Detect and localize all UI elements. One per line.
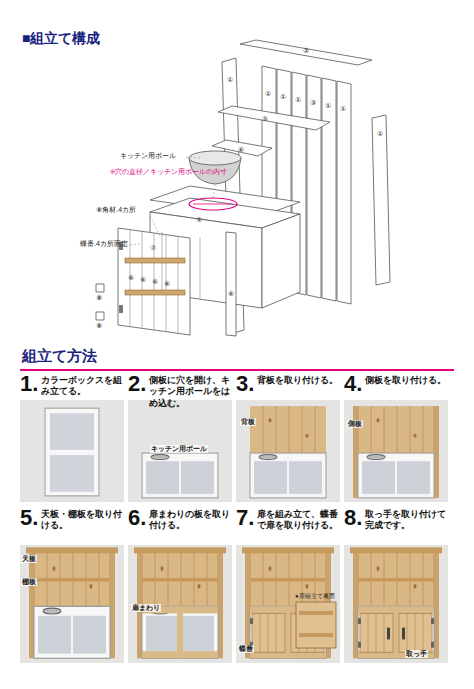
step-text: 扉まわりの板を取り付ける。 [149,507,234,532]
step-box: 8.取っ手を取り付けて完成です。 [344,507,454,543]
photo-label: 扉まわり [131,604,161,612]
step-text: 背板を取り付ける。 [257,373,338,386]
step-box: 2.側板に穴を開け、キッチン用ボールをはめ込む。 [128,373,234,409]
step-text: 扉を組み立て、蝶番で扉を取り付ける。 [257,507,342,532]
step-box: 5.天板・棚板を取り付ける。 [20,507,126,543]
part-label: キッチン用ボール [120,152,176,160]
callout-number: ① [280,93,286,101]
step-box: 1.カラーボックスを組み立てる。 [20,373,126,400]
photo-label: 天板 [21,555,37,563]
step-number: 5. [20,507,38,529]
step-box: 7.扉を組み立て、蝶番で扉を取り付ける。 [236,507,342,543]
callout-number: ⑧ [96,294,102,302]
photo-label: 棚板 [21,578,37,586]
note-label: ※穴の直径／キッチン用ボールの内寸 [110,168,227,175]
photo-label: 取っ手 [405,650,428,658]
callout-number: ⑧ [96,322,102,330]
section-title: ■組立て構成 [22,30,100,48]
part-label: ⑧角材.4カ所 [96,206,136,214]
callout-number: ① [295,96,301,104]
photo-label: キッチン用ボール [150,445,208,453]
part-label: 蝶番.4カ所固定 [80,240,128,248]
step-box: 3.背板を取り付ける。 [236,373,342,400]
step-number: 8. [344,507,362,529]
callout-number: ④ [196,216,202,224]
callout-number: ① [377,130,383,138]
callout-number: ⑥ [128,274,134,282]
photo-label: 背板 [240,418,256,426]
step-number: 2. [128,373,146,395]
step-text: カラーボックスを組み立てる。 [41,373,126,398]
callout-number: ② [303,47,309,55]
step-box: 4.側板を取り付ける。 [344,373,454,400]
callout-number: ⑥ [164,280,170,288]
photo-label: 側板 [347,420,363,428]
callout-number: ① [340,105,346,113]
callout-number: ① [265,90,271,98]
callout-number: ① [227,76,233,84]
callout-number: ⑦ [150,244,156,252]
callout-number: ⑥ [152,278,158,286]
callout-number: ⑥ [238,146,244,154]
step-number: 4. [344,373,362,395]
step-number: 7. [236,507,254,529]
step-text: 取っ手を取り付けて完成です。 [365,507,454,532]
step-text: 天板・棚板を取り付ける。 [41,507,126,532]
step-number: 1. [20,373,38,395]
callout-number: ⑥ [228,290,234,298]
step-box: 6.扉まわりの板を取り付ける。 [128,507,234,543]
callout-number: ① [325,102,331,110]
step-number: 3. [236,373,254,395]
callout-number: ⑥ [140,276,146,284]
section-title: 組立て方法 [22,348,97,365]
step-text: 側板に穴を開け、キッチン用ボールをはめ込む。 [149,373,234,409]
step-text: 側板を取り付ける。 [365,373,446,386]
callout-number: ③ [310,99,316,107]
photo-label: 蝶番 [238,645,254,653]
step-number: 6. [128,507,146,529]
inset-label: ●扉組立て裏面 [295,593,335,600]
callout-number: ⑤ [262,115,268,123]
